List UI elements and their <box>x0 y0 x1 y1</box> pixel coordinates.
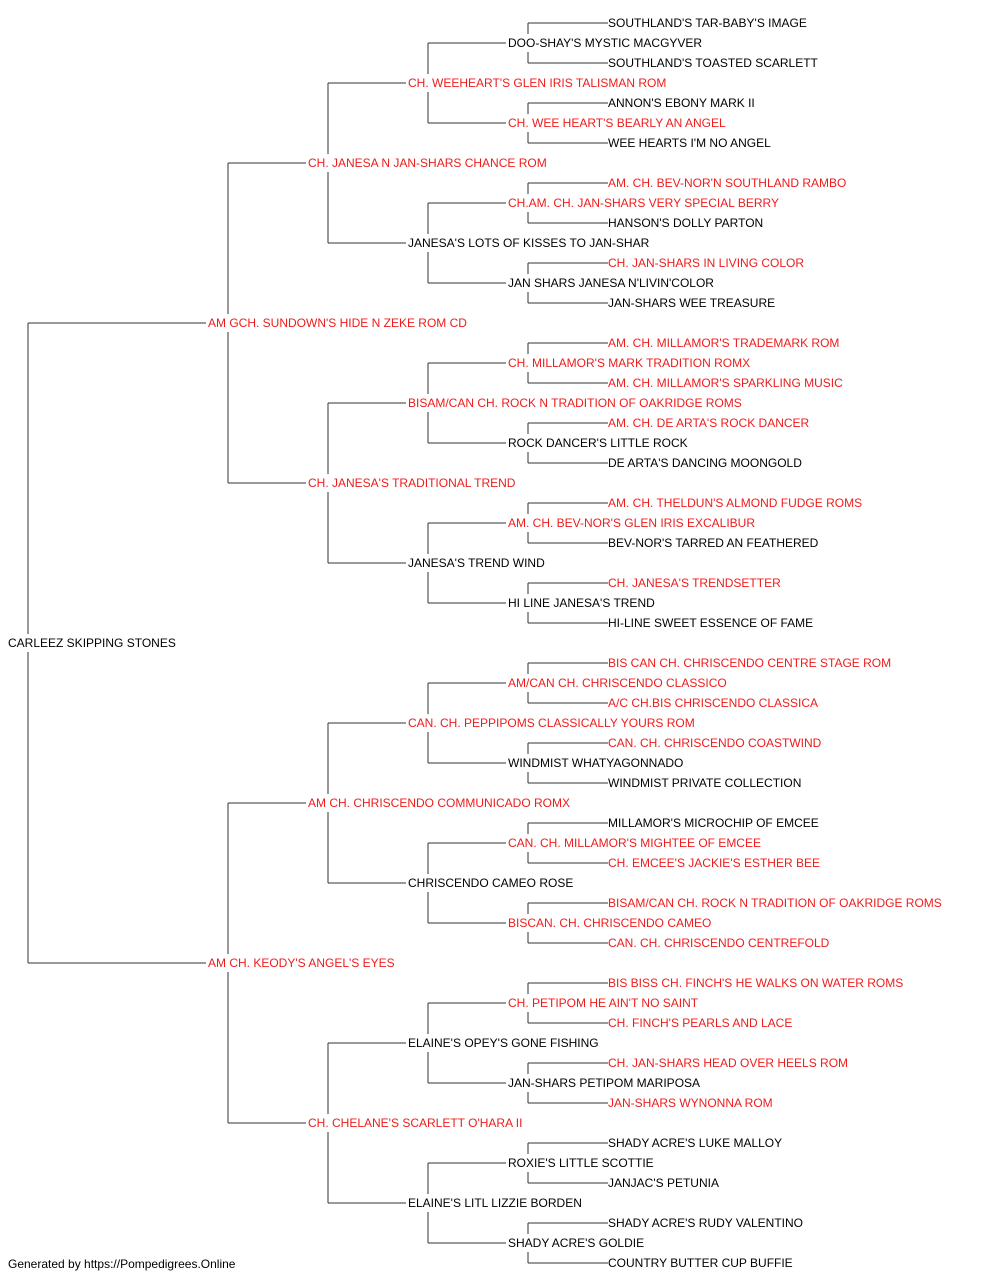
ancestor-name: CHRISCENDO CAMEO ROSE <box>408 876 573 890</box>
ancestor-name: CAN. CH. MILLAMOR'S MIGHTEE OF EMCEE <box>508 836 761 850</box>
ancestor-name: A/C CH.BIS CHRISCENDO CLASSICA <box>608 696 818 710</box>
ancestor-name: AM. CH. BEV-NOR'N SOUTHLAND RAMBO <box>608 176 846 190</box>
ancestor-name: CAN. CH. PEPPIPOMS CLASSICALLY YOURS ROM <box>408 716 695 730</box>
ancestor-name: HANSON'S DOLLY PARTON <box>608 216 763 230</box>
ancestor-name: BIS BISS CH. FINCH'S HE WALKS ON WATER R… <box>608 976 903 990</box>
ancestor-name: CARLEEZ SKIPPING STONES <box>8 636 176 650</box>
ancestor-name: AM. CH. MILLAMOR'S SPARKLING MUSIC <box>608 376 843 390</box>
ancestor-name: JANESA'S TREND WIND <box>408 556 545 570</box>
connector-lines <box>27 22 608 1264</box>
ancestor-name: CH. JANESA N JAN-SHARS CHANCE ROM <box>308 156 547 170</box>
ancestor-name: ROCK DANCER'S LITTLE ROCK <box>508 436 688 450</box>
ancestor-name: CAN. CH. CHRISCENDO CENTREFOLD <box>608 936 830 950</box>
ancestor-name: AM. CH. DE ARTA'S ROCK DANCER <box>608 416 810 430</box>
ancestor-name: SOUTHLAND'S TOASTED SCARLETT <box>608 56 819 70</box>
ancestor-name: CH. JANESA'S TRADITIONAL TREND <box>308 476 516 490</box>
ancestor-name: HI LINE JANESA'S TREND <box>508 596 655 610</box>
ancestor-name: ANNON'S EBONY MARK II <box>608 96 755 110</box>
ancestor-name: DE ARTA'S DANCING MOONGOLD <box>608 456 802 470</box>
ancestor-name: JAN SHARS JANESA N'LIVIN'COLOR <box>508 276 714 290</box>
ancestor-name: WINDMIST PRIVATE COLLECTION <box>608 776 801 790</box>
ancestor-name: BISAM/CAN CH. ROCK N TRADITION OF OAKRID… <box>608 896 942 910</box>
ancestor-name: AM. CH. THELDUN'S ALMOND FUDGE ROMS <box>608 496 862 510</box>
ancestor-name: CH. PETIPOM HE AIN'T NO SAINT <box>508 996 699 1010</box>
ancestor-name: CH. JANESA'S TRENDSETTER <box>608 576 781 590</box>
ancestor-name: SOUTHLAND'S TAR-BABY'S IMAGE <box>608 16 807 30</box>
ancestor-name: WEE HEARTS I'M NO ANGEL <box>608 136 771 150</box>
ancestor-name: AM CH. CHRISCENDO COMMUNICADO ROMX <box>308 796 570 810</box>
ancestor-name: CH. FINCH'S PEARLS AND LACE <box>608 1016 792 1030</box>
ancestor-name: MILLAMOR'S MICROCHIP OF EMCEE <box>608 816 819 830</box>
ancestor-name: WINDMIST WHATYAGONNADO <box>508 756 683 770</box>
ancestor-name: BEV-NOR'S TARRED AN FEATHERED <box>608 536 819 550</box>
ancestor-name: HI-LINE SWEET ESSENCE OF FAME <box>608 616 813 630</box>
ancestor-name: JANJAC'S PETUNIA <box>608 1176 719 1190</box>
ancestor-name: JAN-SHARS PETIPOM MARIPOSA <box>508 1076 700 1090</box>
ancestor-name: JAN-SHARS WYNONNA ROM <box>608 1096 773 1110</box>
ancestor-name: AM. CH. MILLAMOR'S TRADEMARK ROM <box>608 336 839 350</box>
footer-credit: Generated by https://Pompedigrees.Online <box>8 1257 236 1271</box>
ancestor-name: JAN-SHARS WEE TREASURE <box>608 296 775 310</box>
ancestor-name: CH. MILLAMOR'S MARK TRADITION ROMX <box>508 356 750 370</box>
ancestor-name: DOO-SHAY'S MYSTIC MACGYVER <box>508 36 702 50</box>
ancestor-name: CH. CHELANE'S SCARLETT O'HARA II <box>308 1116 522 1130</box>
ancestor-name: CH. JAN-SHARS IN LIVING COLOR <box>608 256 804 270</box>
ancestor-name: BISAM/CAN CH. ROCK N TRADITION OF OAKRID… <box>408 396 742 410</box>
ancestor-name: SHADY ACRE'S RUDY VALENTINO <box>608 1216 803 1230</box>
ancestor-name: BISCAN. CH. CHRISCENDO CAMEO <box>508 916 711 930</box>
ancestor-name: CH. WEE HEART'S BEARLY AN ANGEL <box>508 116 726 130</box>
ancestor-name: COUNTRY BUTTER CUP BUFFIE <box>608 1256 793 1270</box>
ancestor-name: ELAINE'S OPEY'S GONE FISHING <box>408 1036 599 1050</box>
ancestor-name: AM GCH. SUNDOWN'S HIDE N ZEKE ROM CD <box>208 316 467 330</box>
ancestor-name: CH. JAN-SHARS HEAD OVER HEELS ROM <box>608 1056 848 1070</box>
ancestor-name: CH.AM. CH. JAN-SHARS VERY SPECIAL BERRY <box>508 196 779 210</box>
ancestor-name: SHADY ACRE'S LUKE MALLOY <box>608 1136 782 1150</box>
ancestor-name: BIS CAN CH. CHRISCENDO CENTRE STAGE ROM <box>608 656 891 670</box>
ancestor-name: AM/CAN CH. CHRISCENDO CLASSICO <box>508 676 727 690</box>
ancestor-name: CH. WEEHEART'S GLEN IRIS TALISMAN ROM <box>408 76 666 90</box>
ancestor-name: ROXIE'S LITTLE SCOTTIE <box>508 1156 654 1170</box>
ancestor-name: CAN. CH. CHRISCENDO COASTWIND <box>608 736 822 750</box>
ancestor-name: ELAINE'S LITL LIZZIE BORDEN <box>408 1196 582 1210</box>
ancestor-name: AM CH. KEODY'S ANGEL'S EYES <box>208 956 395 970</box>
ancestor-name: JANESA'S LOTS OF KISSES TO JAN-SHAR <box>408 236 650 250</box>
ancestor-name: AM. CH. BEV-NOR'S GLEN IRIS EXCALIBUR <box>508 516 755 530</box>
ancestor-name: SHADY ACRE'S GOLDIE <box>508 1236 644 1250</box>
ancestor-labels: CARLEEZ SKIPPING STONES AM GCH. SUNDOWN'S… <box>8 16 942 1270</box>
ancestor-name: CH. EMCEE'S JACKIE'S ESTHER BEE <box>608 856 820 870</box>
